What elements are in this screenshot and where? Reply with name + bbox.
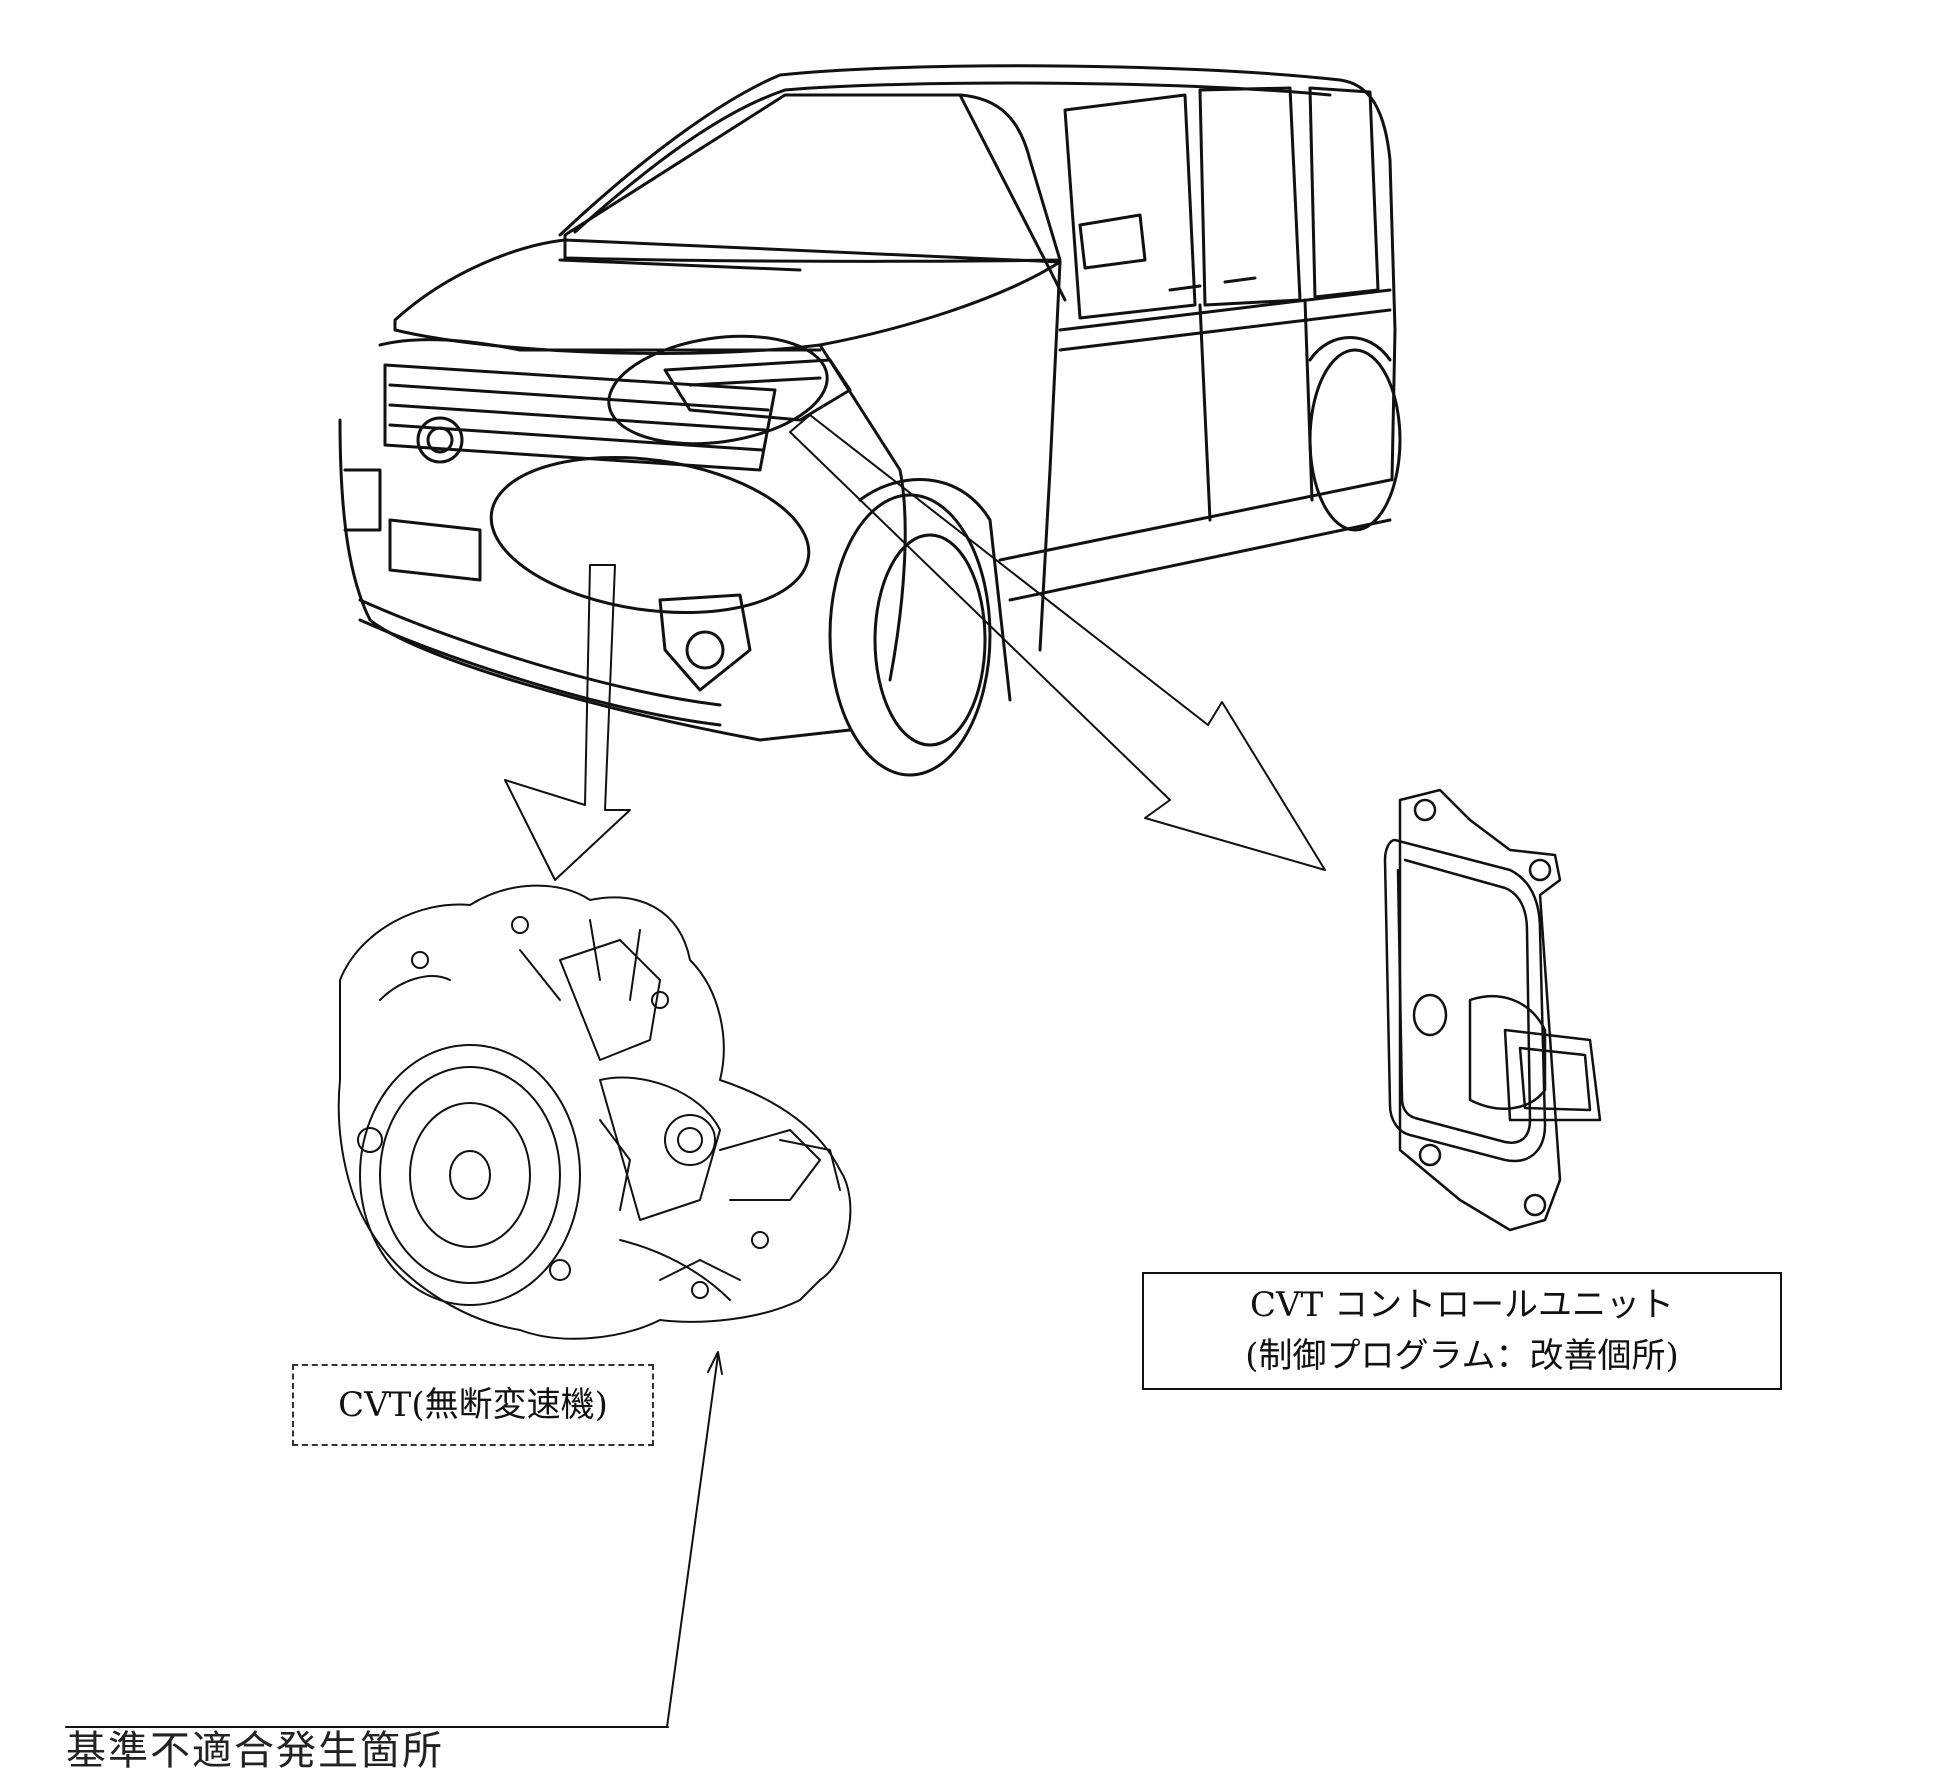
pointer-arrow <box>666 1354 719 1728</box>
van-illustration <box>338 64 1402 777</box>
defect-location-label: 基準不適合発生箇所 <box>66 1728 444 1774</box>
control-unit-label: CVT コントロールユニット (制御プログラム：改善個所) <box>1142 1272 1782 1390</box>
control-unit-illustration <box>1383 788 1602 1232</box>
pointer-arrowhead <box>707 1351 723 1375</box>
transmission-illustration <box>337 884 852 1340</box>
cvt-label: CVT(無断変速機) <box>292 1364 654 1446</box>
control-unit-label-line1: CVT コントロールユニット <box>1249 1285 1675 1325</box>
control-unit-label-line2: (制御プログラム：改善個所) <box>1245 1336 1679 1376</box>
arrow-to-ecu <box>789 414 1326 871</box>
cvt-location-ellipse <box>489 455 811 615</box>
arrow-to-cvt <box>504 564 631 881</box>
ecu-location-circle <box>607 334 829 446</box>
